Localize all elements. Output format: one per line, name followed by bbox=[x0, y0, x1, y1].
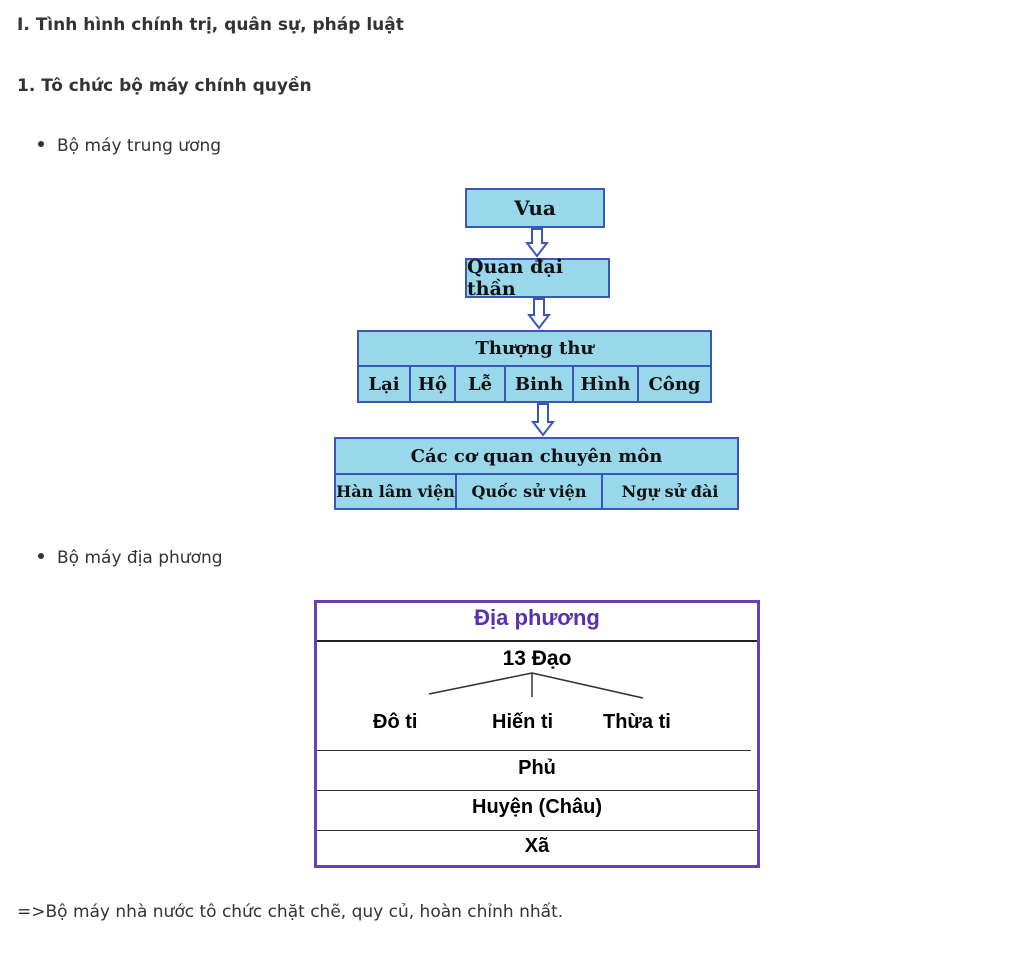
arrow-down-icon bbox=[527, 298, 551, 330]
agencies-title-box: Các cơ quan chuyên môn bbox=[334, 437, 739, 475]
ministry-cell: Lại bbox=[357, 365, 411, 403]
ministry-cell: Hình bbox=[572, 365, 639, 403]
divider bbox=[317, 750, 751, 751]
bullet-dot bbox=[38, 141, 44, 147]
bullet-dot bbox=[38, 553, 44, 559]
conclusion-text: =>Bộ máy nhà nước tô chức chặt chẽ, quy … bbox=[17, 902, 564, 922]
level-dao: 13 Đạo bbox=[502, 647, 572, 670]
branch-hienti: Hiến ti bbox=[492, 711, 554, 733]
branch-lines bbox=[428, 672, 644, 699]
ministry-cell: Binh bbox=[504, 365, 574, 403]
level-phu: Phủ bbox=[518, 757, 556, 779]
subsection-heading: 1. Tô chức bộ máy chính quyền bbox=[17, 76, 312, 96]
agencies-row: Hàn lâm viện Quốc sử viện Ngự sử đài bbox=[334, 473, 739, 510]
agency-cell: Ngự sử đài bbox=[601, 473, 739, 510]
local-title: Địa phương bbox=[474, 605, 600, 630]
bullet-central-label: Bộ máy trung ương bbox=[57, 136, 222, 156]
king-box: Vua bbox=[465, 188, 605, 228]
arrow-down-icon bbox=[525, 228, 549, 258]
minister-box: Quan đại thần bbox=[465, 256, 610, 300]
bullet-central: Bộ máy trung ương bbox=[38, 136, 221, 156]
ministry-cell: Công bbox=[637, 365, 712, 403]
divider bbox=[317, 790, 757, 791]
bullet-local: Bộ máy địa phương bbox=[38, 548, 223, 568]
ministry-cell: Lễ bbox=[454, 365, 506, 403]
agency-cell: Hàn lâm viện bbox=[334, 473, 457, 510]
agency-cell: Quốc sử viện bbox=[455, 473, 603, 510]
level-xa: Xã bbox=[524, 835, 550, 857]
branch-doti: Đô ti bbox=[373, 711, 418, 733]
ministry-cell: Hộ bbox=[409, 365, 456, 403]
arrow-down-icon bbox=[531, 403, 555, 437]
branch-thuati: Thừa ti bbox=[603, 711, 671, 733]
divider bbox=[317, 640, 757, 642]
local-diagram: Địa phương 13 Đạo Đô ti Hiến ti Thừa ti … bbox=[314, 600, 760, 868]
ministry-title-box: Thượng thư bbox=[357, 330, 712, 367]
bullet-local-label: Bộ máy địa phương bbox=[57, 548, 223, 568]
divider bbox=[317, 830, 757, 831]
ministries-row: Lại Hộ Lễ Binh Hình Công bbox=[357, 365, 712, 403]
section-heading: I. Tình hình chính trị, quân sự, pháp lu… bbox=[17, 15, 404, 35]
level-huyen: Huyện (Châu) bbox=[472, 796, 602, 818]
